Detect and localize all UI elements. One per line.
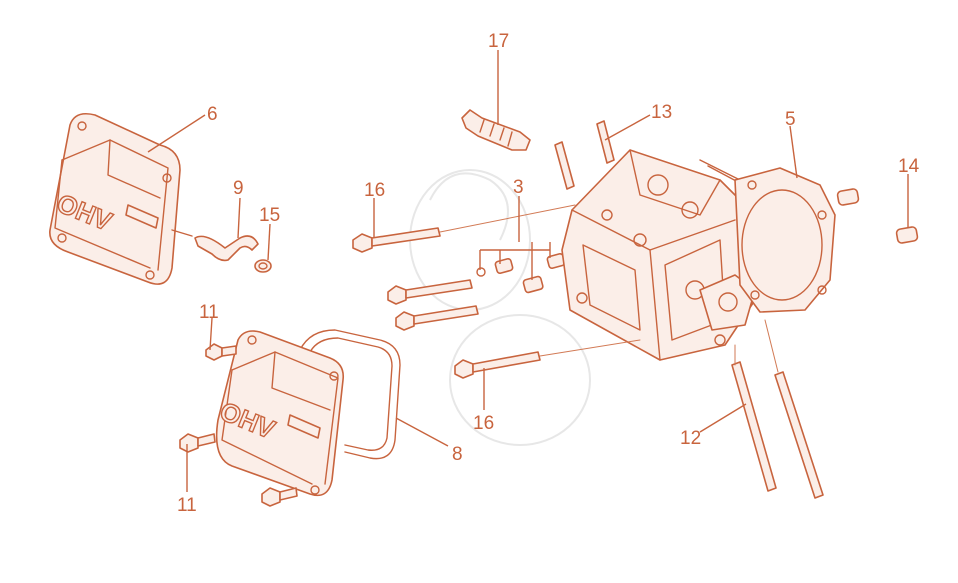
part-13-studs[interactable]: [554, 120, 615, 190]
callout-11-lower: 11: [177, 495, 197, 516]
callouts: 17 6 13 5 14 9 16 3 15 11 16 8 12 11: [177, 31, 920, 516]
bolt-upper[interactable]: [352, 227, 441, 253]
cylinder-head[interactable]: [561, 149, 769, 361]
part-16-head-bolts[interactable]: [352, 204, 641, 379]
bolt-mid-1[interactable]: [387, 279, 473, 305]
callout-16-lower: 16: [473, 413, 494, 434]
part-3-dowel-pins[interactable]: [476, 253, 566, 294]
bolt-lower[interactable]: [454, 351, 541, 379]
callout-13: 13: [651, 102, 672, 123]
callout-3: 3: [513, 177, 524, 198]
callout-8: 8: [452, 444, 463, 465]
part-12-push-rods[interactable]: [731, 319, 824, 499]
callout-9: 9: [233, 178, 244, 199]
callout-14: 14: [898, 156, 920, 177]
callout-5: 5: [785, 109, 796, 130]
part-9-breather-hose[interactable]: [171, 229, 259, 262]
bolt-mid-2[interactable]: [395, 305, 479, 331]
callout-15: 15: [259, 205, 280, 226]
part-8-cover-gasket[interactable]: [299, 329, 401, 460]
lower-valve-cover[interactable]: OHV: [215, 330, 345, 497]
part-14-dowel-pin[interactable]: [836, 188, 919, 244]
part-5-head-gasket[interactable]: [734, 167, 836, 313]
part-6-upper-valve-cover[interactable]: OHV: [49, 112, 181, 285]
callout-17: 17: [488, 31, 509, 52]
callout-16-upper: 16: [364, 180, 385, 201]
callout-6: 6: [207, 104, 218, 125]
leader-lines: [147, 50, 909, 492]
callout-12: 12: [680, 428, 701, 449]
callout-11-upper: 11: [199, 302, 219, 323]
part-15-hose-clamp[interactable]: [254, 259, 272, 273]
part-17-spark-plug[interactable]: [461, 109, 531, 151]
watermark-logo: [409, 169, 591, 446]
